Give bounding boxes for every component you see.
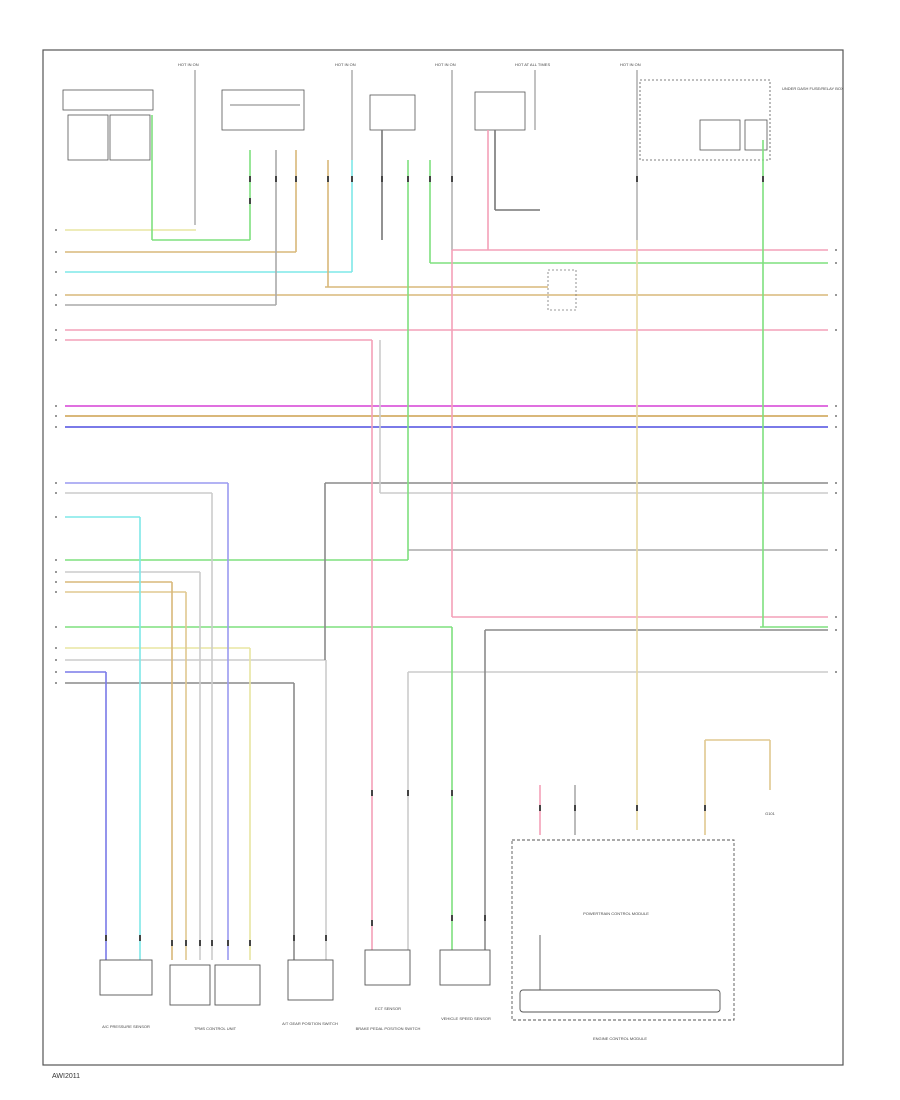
bottom-components xyxy=(99,839,735,1021)
bottom-label-6: VEHICLE SPEED SENSOR xyxy=(441,1016,491,1021)
component-box-3 xyxy=(214,964,261,1006)
bottom-label-5: BRAKE PEDAL POSITION SWITCH xyxy=(356,1026,421,1031)
splice-junction xyxy=(547,269,577,311)
fuse-label-1: HOT IN ON xyxy=(178,62,199,67)
bottom-label-1: A/C PRESSURE SENSOR xyxy=(102,1024,150,1029)
bottom-label-4: ECT SENSOR xyxy=(375,1006,401,1011)
component-box-1 xyxy=(99,959,153,996)
bottom-label-7: POWERTRAIN CONTROL MODULE xyxy=(583,911,649,916)
fuse-label-3: HOT IN ON xyxy=(435,62,456,67)
right-side-label: UNDER DASH FUSE/RELAY BOX xyxy=(782,86,844,91)
fuse-labels: HOT IN ON HOT IN ON HOT IN ON HOT AT ALL… xyxy=(178,62,844,91)
component-box-2 xyxy=(169,964,211,1006)
fuse-label-2: HOT IN ON xyxy=(335,62,356,67)
right-pin-markers xyxy=(835,249,837,673)
fuse-label-4: HOT AT ALL TIMES xyxy=(515,62,550,67)
top-components xyxy=(62,79,771,161)
left-pin-markers xyxy=(55,229,57,684)
module-label: ENGINE CONTROL MODULE xyxy=(593,1036,647,1041)
module-inner xyxy=(519,989,721,1013)
ground-label: G101 xyxy=(765,811,776,816)
diagram-frame xyxy=(42,49,844,1066)
fuse-label-5: HOT IN ON xyxy=(620,62,641,67)
component-box-4 xyxy=(287,959,334,1001)
bottom-label-3: A/T GEAR POSITION SWITCH xyxy=(282,1021,338,1026)
horizontal-wires xyxy=(65,229,828,684)
component-box-6 xyxy=(439,949,491,986)
diagram-footer-code: AWI2011 xyxy=(52,1073,81,1080)
module-box xyxy=(511,839,735,1021)
fuse-drops xyxy=(194,70,638,250)
connector-ticks xyxy=(105,176,764,946)
component-box-5 xyxy=(364,949,411,986)
vertical-wires xyxy=(105,115,771,960)
bottom-label-2: TPMS CONTROL UNIT xyxy=(194,1026,237,1031)
